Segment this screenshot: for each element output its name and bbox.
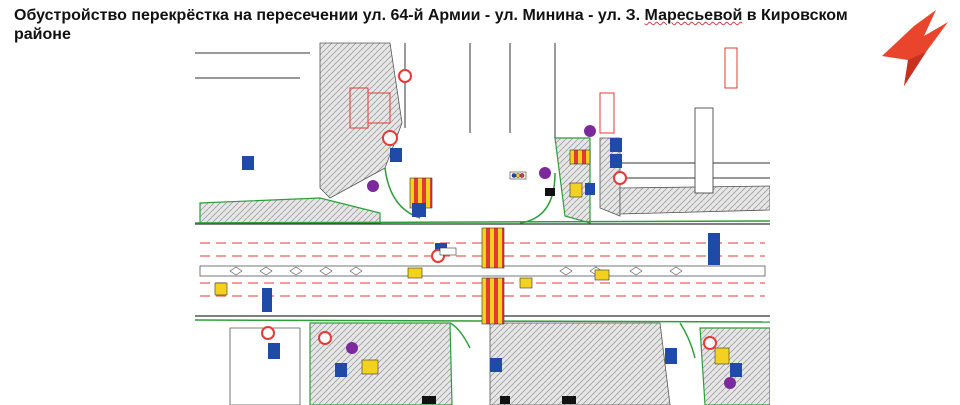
title-part-2: в Кировском районе — [14, 7, 848, 43]
intersection-plan — [194, 42, 770, 405]
title-underlined-word: Маресьевой — [644, 7, 743, 24]
bird-logo-icon — [882, 10, 948, 86]
slide-title: Обустройство перекрёстка на пересечении … — [14, 6, 874, 44]
title-part-1: Обустройство перекрёстка на пересечении … — [14, 7, 645, 24]
